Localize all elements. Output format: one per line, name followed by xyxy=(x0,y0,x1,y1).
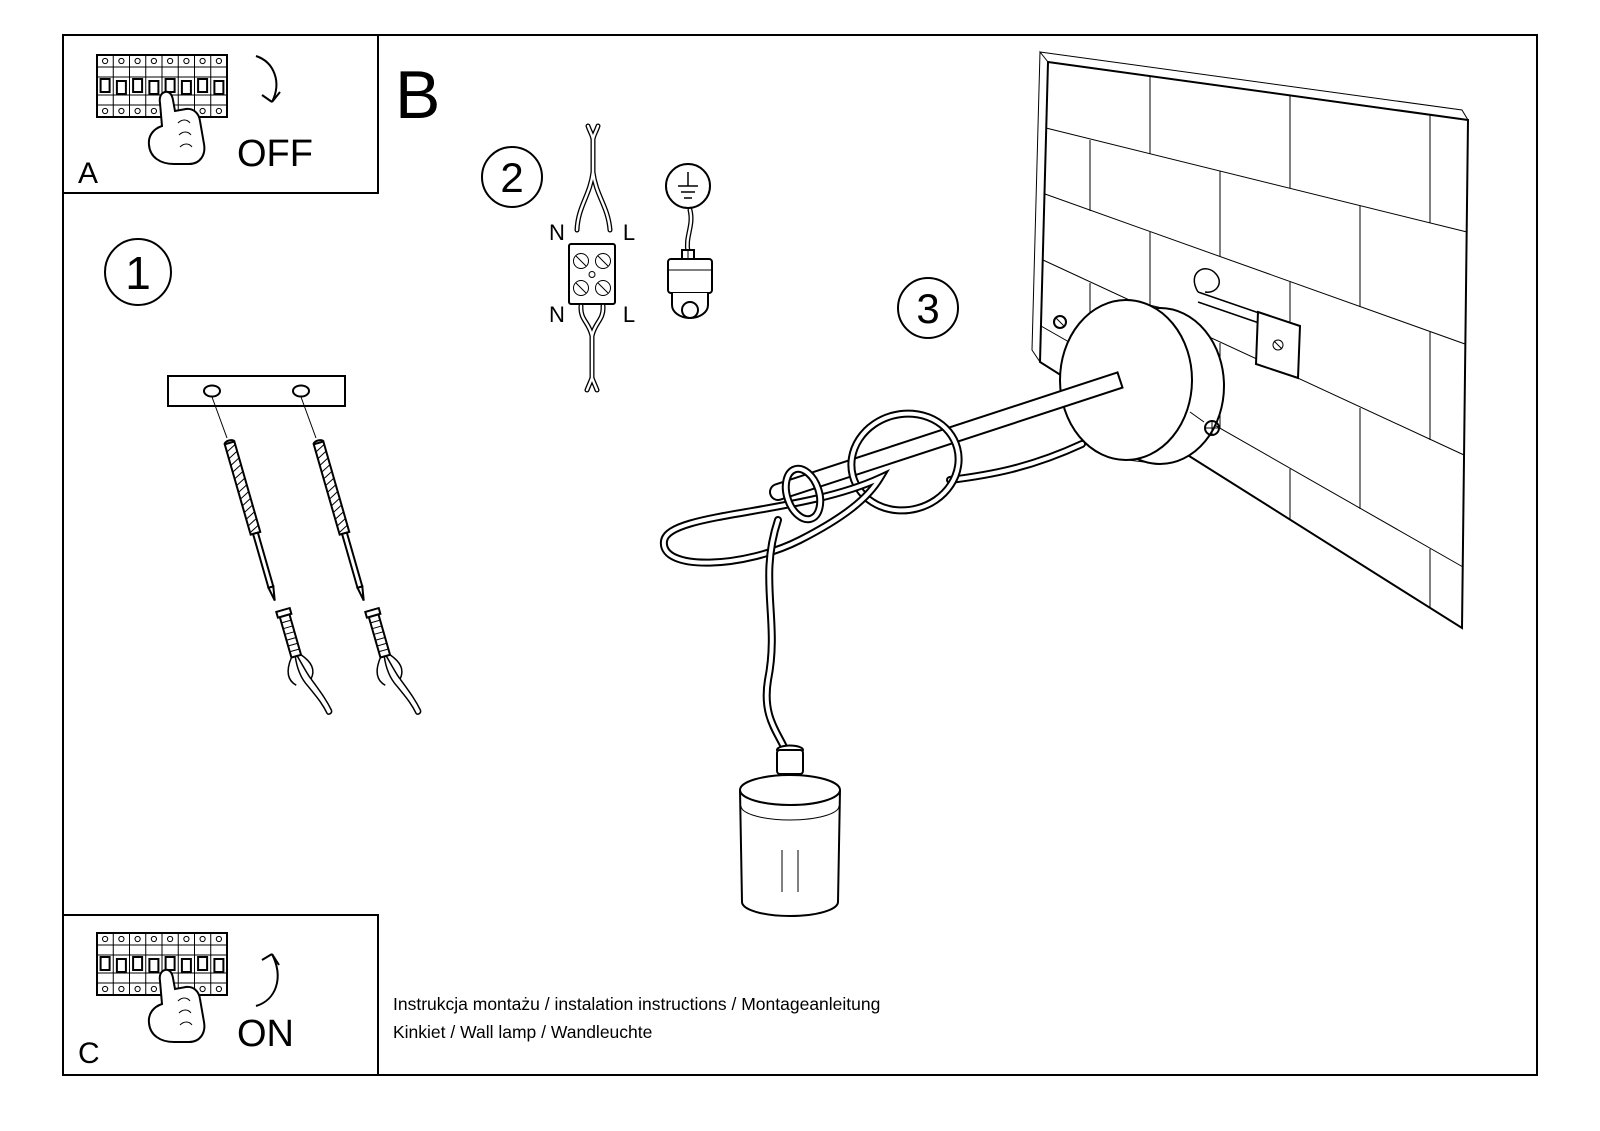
brick-wall xyxy=(1031,50,1470,630)
lamp-cord xyxy=(660,409,1086,772)
footer-line-1: Instrukcja montażu / instalation instruc… xyxy=(393,994,880,1014)
box-a-frame xyxy=(62,34,379,194)
mounting-bracket xyxy=(1193,268,1302,380)
box-a-state: OFF xyxy=(237,133,313,175)
screw-left-icon xyxy=(223,438,281,603)
label-n-top: N xyxy=(549,220,565,245)
lamp-arm xyxy=(769,371,1124,501)
on-arrow-icon xyxy=(255,953,280,1007)
step-2-badge xyxy=(481,146,543,208)
box-c-label: C xyxy=(78,1037,100,1070)
step-1: 1 xyxy=(104,238,423,723)
canopy-screws xyxy=(1053,315,1220,436)
anchor-right-icon xyxy=(358,603,423,723)
anchor-left-icon xyxy=(269,603,334,723)
screw-right-icon xyxy=(312,438,370,603)
canopy xyxy=(1059,299,1225,465)
supply-wire-bottom xyxy=(578,303,606,393)
box-a-label: A xyxy=(78,157,98,190)
box-c-frame xyxy=(62,914,379,1076)
panel-c: C ON xyxy=(62,914,379,1076)
box-c-state: ON xyxy=(237,1013,294,1055)
step-1-badge xyxy=(104,238,172,306)
step-3-badge xyxy=(897,277,959,339)
hole-leader-lines xyxy=(211,396,317,439)
step-3-number: 3 xyxy=(916,285,939,332)
step-2-number: 2 xyxy=(500,154,523,201)
step-1-number: 1 xyxy=(125,247,151,299)
panel-a: A OFF xyxy=(62,34,379,194)
plate-hole-right xyxy=(292,384,310,398)
step-2: 2 N L N L xyxy=(481,123,713,393)
earth-symbol-icon xyxy=(665,163,711,209)
terminal-block xyxy=(568,243,616,305)
label-l-top: L xyxy=(623,220,635,245)
supply-wire-top xyxy=(574,123,613,233)
off-arrow-icon xyxy=(255,55,281,103)
mounting-plate xyxy=(167,375,346,407)
label-n-bottom: N xyxy=(549,302,565,327)
page-frame xyxy=(62,34,1538,1076)
label-l-bottom: L xyxy=(623,302,635,327)
brick-joints-horizontal xyxy=(1040,127,1468,568)
plate-hole-left xyxy=(203,384,221,398)
step-3: 3 xyxy=(660,50,1470,917)
footer-line-2: Kinkiet / Wall lamp / Wandleuchte xyxy=(393,1022,652,1042)
earth-clamp xyxy=(667,207,713,319)
lamp-socket xyxy=(739,744,841,917)
section-b-label: B xyxy=(395,57,440,133)
